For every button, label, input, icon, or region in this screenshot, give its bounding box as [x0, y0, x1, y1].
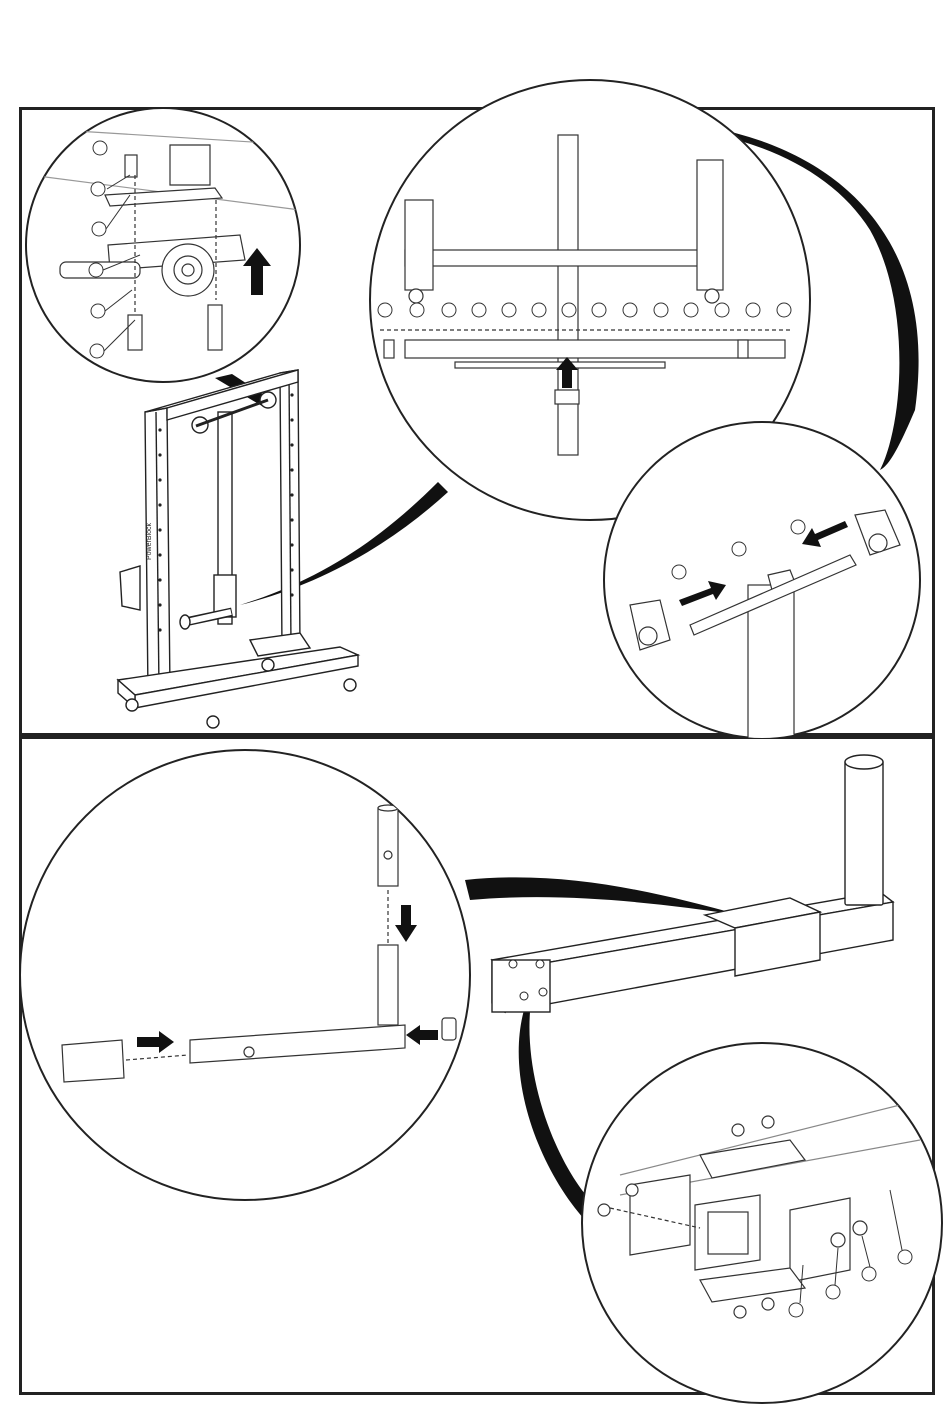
leader-wedge-bottom-top	[465, 877, 740, 915]
brand-label: PowerBlock	[146, 523, 153, 560]
rack-frame	[118, 370, 358, 728]
callout	[93, 141, 107, 155]
leader-wedge-bottom-low	[519, 1010, 590, 1220]
callout	[92, 222, 106, 236]
callout	[90, 344, 104, 358]
callout	[89, 263, 103, 277]
leader-wedge-center	[240, 482, 448, 605]
detail-circle-tube	[20, 750, 470, 1200]
callout	[91, 304, 105, 318]
callout	[91, 182, 105, 196]
